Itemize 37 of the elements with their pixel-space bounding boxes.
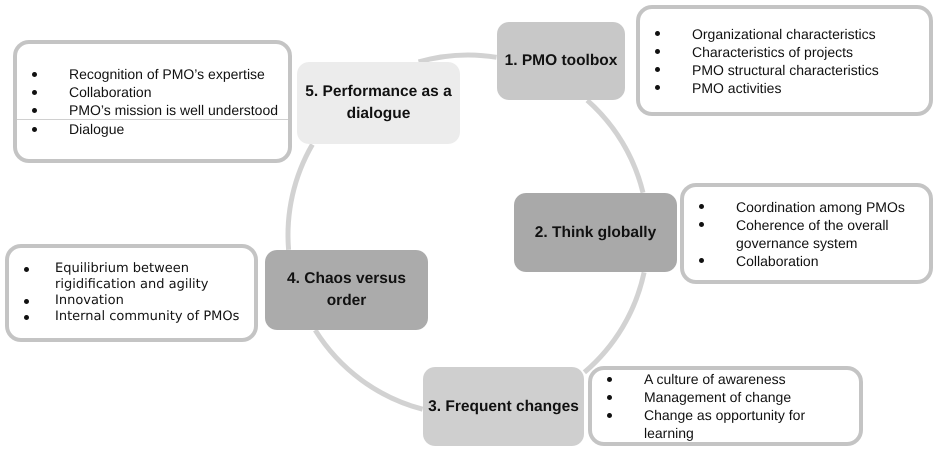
connector-arc: [418, 52, 497, 64]
stage-box: [423, 367, 584, 446]
connector-arc: [313, 328, 424, 412]
list-item: Collaboration: [736, 252, 818, 270]
stage-title: 5. Performance as a dialogue: [304, 82, 453, 124]
list-item: Innovation: [55, 293, 124, 309]
stage-title: 1. PMO toolbox: [504, 51, 618, 72]
stage-box: [297, 62, 460, 144]
list-item: Internal community of PMOs: [55, 309, 240, 325]
list-item: PMO structural characteristics: [692, 60, 879, 78]
bullet-list-card: [588, 366, 863, 446]
stage-box: [514, 193, 677, 272]
list-item: Recognition of PMO’s expertise: [69, 65, 265, 83]
bullet-list-card: [680, 183, 933, 284]
list-item: Dialogue: [69, 120, 124, 138]
bullet-list-card: [5, 244, 258, 342]
list-item: Management of change: [644, 388, 792, 406]
bullet-list-card: [636, 5, 933, 116]
stage-title: 4. Chaos versus order: [286, 269, 407, 311]
list-item: PMO’s mission is well understood: [69, 101, 278, 119]
connector-arc: [286, 143, 315, 250]
list-item: Coordination among PMOs: [736, 198, 905, 216]
stage-box: [265, 250, 428, 330]
list-item: Equilibrium between rigidification and agility: [55, 261, 210, 293]
list-item: Collaboration: [69, 83, 152, 101]
connector-arc: [582, 272, 647, 374]
stage-box: [497, 22, 625, 100]
list-item: Change as opportunity for learning: [644, 406, 806, 442]
stage-title: 2. Think globally: [534, 222, 656, 243]
list-item: PMO activities: [692, 78, 782, 96]
list-item: A culture of awareness: [644, 370, 786, 388]
connector-arc: [585, 98, 646, 194]
list-item: Characteristics of projects: [692, 42, 854, 60]
stage-title: 3. Frequent changes: [428, 396, 579, 417]
bullet-list-card: [13, 40, 292, 163]
list-item: Organizational characteristics: [692, 24, 876, 42]
list-item: Coherence of the overall governance system: [736, 216, 890, 252]
